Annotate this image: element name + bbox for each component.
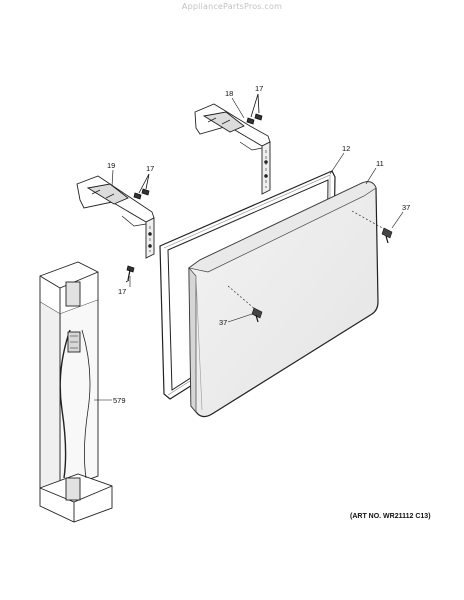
callout-17-bottom: 17 <box>118 287 126 296</box>
door-panel <box>188 181 379 418</box>
art-number-label: (ART NO. WR21112 C13) <box>350 513 431 520</box>
hinge-pin-17-bottom <box>125 265 135 283</box>
callout-17-mid: 17 <box>146 164 154 173</box>
callout-labels: 18 17 12 11 19 17 37 17 37 579 <box>107 84 410 405</box>
callout-37-right: 37 <box>402 203 410 212</box>
callout-19: 19 <box>107 161 115 170</box>
callout-37-center: 37 <box>219 318 227 327</box>
lower-hinge <box>76 175 155 259</box>
callout-12: 12 <box>342 144 350 153</box>
upper-hinge <box>194 103 271 195</box>
screw-37-center <box>251 307 263 323</box>
screw-37-right <box>381 227 393 244</box>
hinge-screws-17-top <box>246 93 263 125</box>
callout-579: 579 <box>113 396 126 405</box>
callout-11: 11 <box>376 159 384 168</box>
mullion-assembly <box>39 261 113 523</box>
callout-18: 18 <box>225 89 233 98</box>
hinge-screws-17-mid <box>133 173 150 200</box>
leader-lines <box>94 97 404 401</box>
watermark: AppliancePartsPros.com <box>181 2 283 11</box>
callout-17-top: 17 <box>255 84 263 93</box>
screw-hole-markers <box>227 210 387 311</box>
